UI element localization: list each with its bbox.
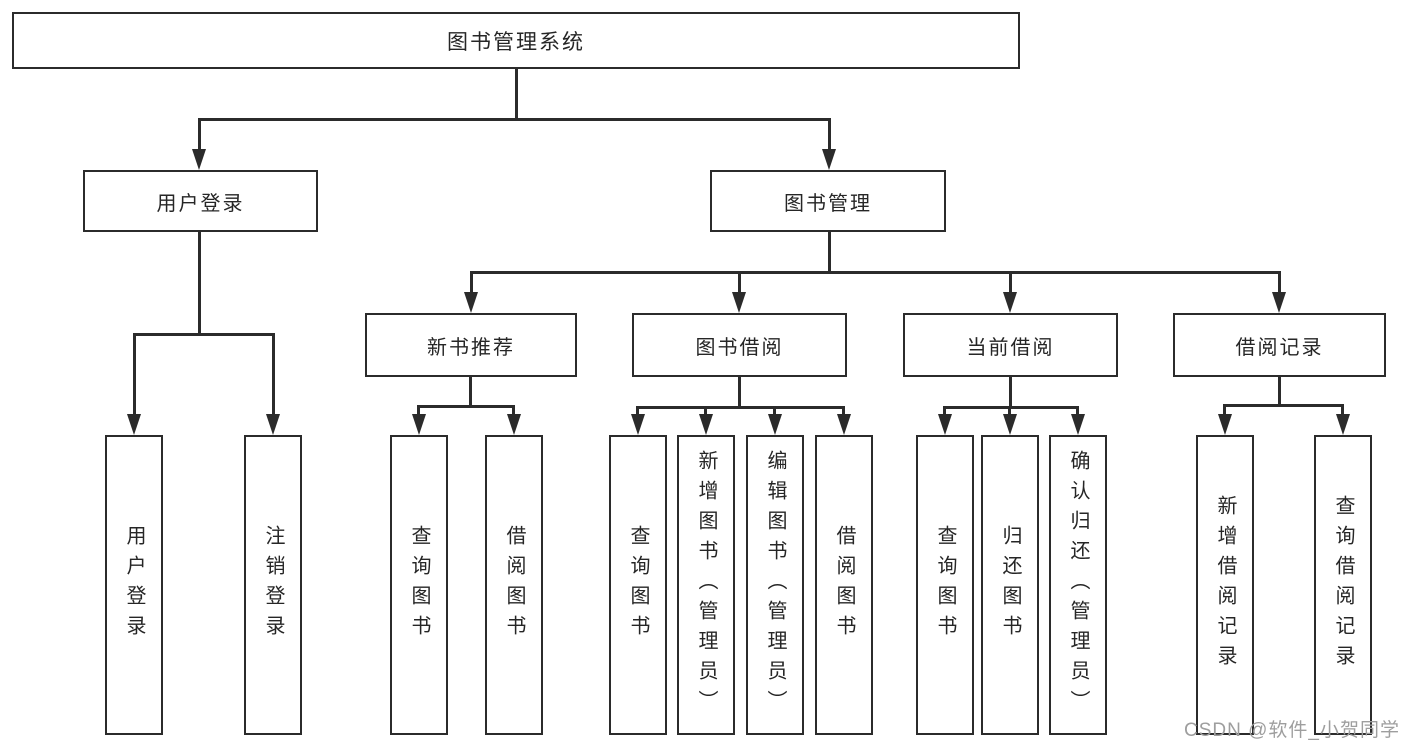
connector-records-stem bbox=[1278, 377, 1281, 407]
connector-borrow-drop-3 bbox=[773, 406, 776, 416]
connector-current-drop-3 bbox=[1076, 406, 1079, 416]
leaf-records-query-label: 查询借阅记录 bbox=[1332, 495, 1354, 675]
node-book-borrow: 图书借阅 bbox=[632, 313, 847, 377]
leaf-borrow-borrow: 借阅图书 bbox=[815, 435, 873, 735]
leaf-borrow-query: 查询图书 bbox=[609, 435, 667, 735]
node-book-borrow-label: 图书借阅 bbox=[695, 336, 784, 359]
node-current-borrow-label: 当前借阅 bbox=[966, 336, 1055, 359]
leaf-current-return: 归还图书 bbox=[981, 435, 1039, 735]
leaf-logout-label: 注销登录 bbox=[262, 525, 284, 645]
arrow-down-icon bbox=[464, 292, 478, 313]
arrow-down-icon bbox=[412, 414, 426, 435]
connector-newbook-rail bbox=[417, 405, 515, 408]
arrow-down-icon bbox=[1272, 292, 1286, 313]
arrow-down-icon bbox=[1218, 414, 1232, 435]
node-book-management-label: 图书管理 bbox=[784, 192, 872, 215]
arrow-down-icon bbox=[837, 414, 851, 435]
leaf-current-confirm-admin: 确认归还（管理员） bbox=[1049, 435, 1107, 735]
connector-mgmt-rail bbox=[470, 271, 1281, 274]
connector-root-drop-right bbox=[828, 118, 831, 153]
leaf-user-login: 用户登录 bbox=[105, 435, 163, 735]
connector-newbook-stem bbox=[469, 377, 472, 408]
connector-mgmt-drop-4 bbox=[1278, 271, 1281, 295]
leaf-current-confirm-admin-label: 确认归还（管理员） bbox=[1067, 450, 1089, 720]
node-current-borrow: 当前借阅 bbox=[903, 313, 1118, 377]
leaf-current-query-label: 查询图书 bbox=[934, 525, 956, 645]
connector-login-stem bbox=[198, 232, 201, 336]
connector-newbook-drop-1 bbox=[417, 405, 420, 416]
connector-mgmt-drop-3 bbox=[1009, 271, 1012, 295]
node-root-label: 图书管理系统 bbox=[447, 30, 585, 54]
connector-login-rail bbox=[133, 333, 275, 336]
leaf-logout: 注销登录 bbox=[244, 435, 302, 735]
arrow-down-icon bbox=[822, 149, 836, 170]
arrow-down-icon bbox=[768, 414, 782, 435]
arrow-down-icon bbox=[266, 414, 280, 435]
leaf-newbook-query: 查询图书 bbox=[390, 435, 448, 735]
connector-borrow-stem bbox=[738, 377, 741, 409]
leaf-records-add-label: 新增借阅记录 bbox=[1214, 495, 1236, 675]
leaf-newbook-query-label: 查询图书 bbox=[408, 525, 430, 645]
arrow-down-icon bbox=[192, 149, 206, 170]
arrow-down-icon bbox=[699, 414, 713, 435]
node-user-login: 用户登录 bbox=[83, 170, 318, 232]
connector-root-stem bbox=[515, 68, 518, 120]
connector-borrow-drop-1 bbox=[636, 406, 639, 416]
connector-login-drop-1 bbox=[133, 333, 136, 415]
leaf-newbook-borrow: 借阅图书 bbox=[485, 435, 543, 735]
arrow-down-icon bbox=[732, 292, 746, 313]
arrow-down-icon bbox=[1071, 414, 1085, 435]
leaf-records-add: 新增借阅记录 bbox=[1196, 435, 1254, 735]
connector-records-drop-2 bbox=[1341, 404, 1344, 416]
leaf-records-query: 查询借阅记录 bbox=[1314, 435, 1372, 735]
connector-records-rail bbox=[1223, 404, 1344, 407]
watermark: CSDN @软件_小贺同学 bbox=[1184, 720, 1400, 741]
leaf-borrow-add-admin-label: 新增图书（管理员） bbox=[695, 450, 717, 720]
connector-borrow-drop-4 bbox=[842, 406, 845, 416]
node-book-management: 图书管理 bbox=[710, 170, 946, 232]
node-borrow-records: 借阅记录 bbox=[1173, 313, 1386, 377]
arrow-down-icon bbox=[1003, 292, 1017, 313]
connector-root-rail bbox=[198, 118, 831, 121]
leaf-borrow-query-label: 查询图书 bbox=[627, 525, 649, 645]
leaf-borrow-edit-admin: 编辑图书（管理员） bbox=[746, 435, 804, 735]
leaf-borrow-add-admin: 新增图书（管理员） bbox=[677, 435, 735, 735]
arrow-down-icon bbox=[938, 414, 952, 435]
connector-mgmt-drop-2 bbox=[738, 271, 741, 295]
arrow-down-icon bbox=[1003, 414, 1017, 435]
arrow-down-icon bbox=[631, 414, 645, 435]
connector-records-drop-1 bbox=[1223, 404, 1226, 416]
leaf-current-return-label: 归还图书 bbox=[999, 525, 1021, 645]
connector-mgmt-drop-1 bbox=[470, 271, 473, 295]
connector-current-drop-1 bbox=[943, 406, 946, 416]
node-user-login-label: 用户登录 bbox=[156, 192, 245, 215]
arrow-down-icon bbox=[1336, 414, 1350, 435]
node-new-book-recommend-label: 新书推荐 bbox=[427, 336, 515, 359]
connector-borrow-rail bbox=[636, 406, 845, 409]
leaf-borrow-edit-admin-label: 编辑图书（管理员） bbox=[764, 450, 786, 720]
leaf-borrow-borrow-label: 借阅图书 bbox=[833, 525, 855, 645]
arrow-down-icon bbox=[507, 414, 521, 435]
connector-newbook-drop-2 bbox=[512, 405, 515, 416]
node-borrow-records-label: 借阅记录 bbox=[1235, 336, 1324, 359]
connector-current-stem bbox=[1009, 377, 1012, 409]
leaf-current-query: 查询图书 bbox=[916, 435, 974, 735]
connector-current-rail bbox=[943, 406, 1079, 409]
leaf-user-login-label: 用户登录 bbox=[123, 525, 145, 645]
connector-current-drop-2 bbox=[1008, 406, 1011, 416]
connector-login-drop-2 bbox=[272, 333, 275, 415]
connector-borrow-drop-2 bbox=[704, 406, 707, 416]
node-root: 图书管理系统 bbox=[12, 12, 1020, 69]
connector-root-drop-left bbox=[198, 118, 201, 153]
node-new-book-recommend: 新书推荐 bbox=[365, 313, 577, 377]
arrow-down-icon bbox=[127, 414, 141, 435]
leaf-newbook-borrow-label: 借阅图书 bbox=[503, 525, 525, 645]
connector-mgmt-stem bbox=[828, 232, 831, 274]
